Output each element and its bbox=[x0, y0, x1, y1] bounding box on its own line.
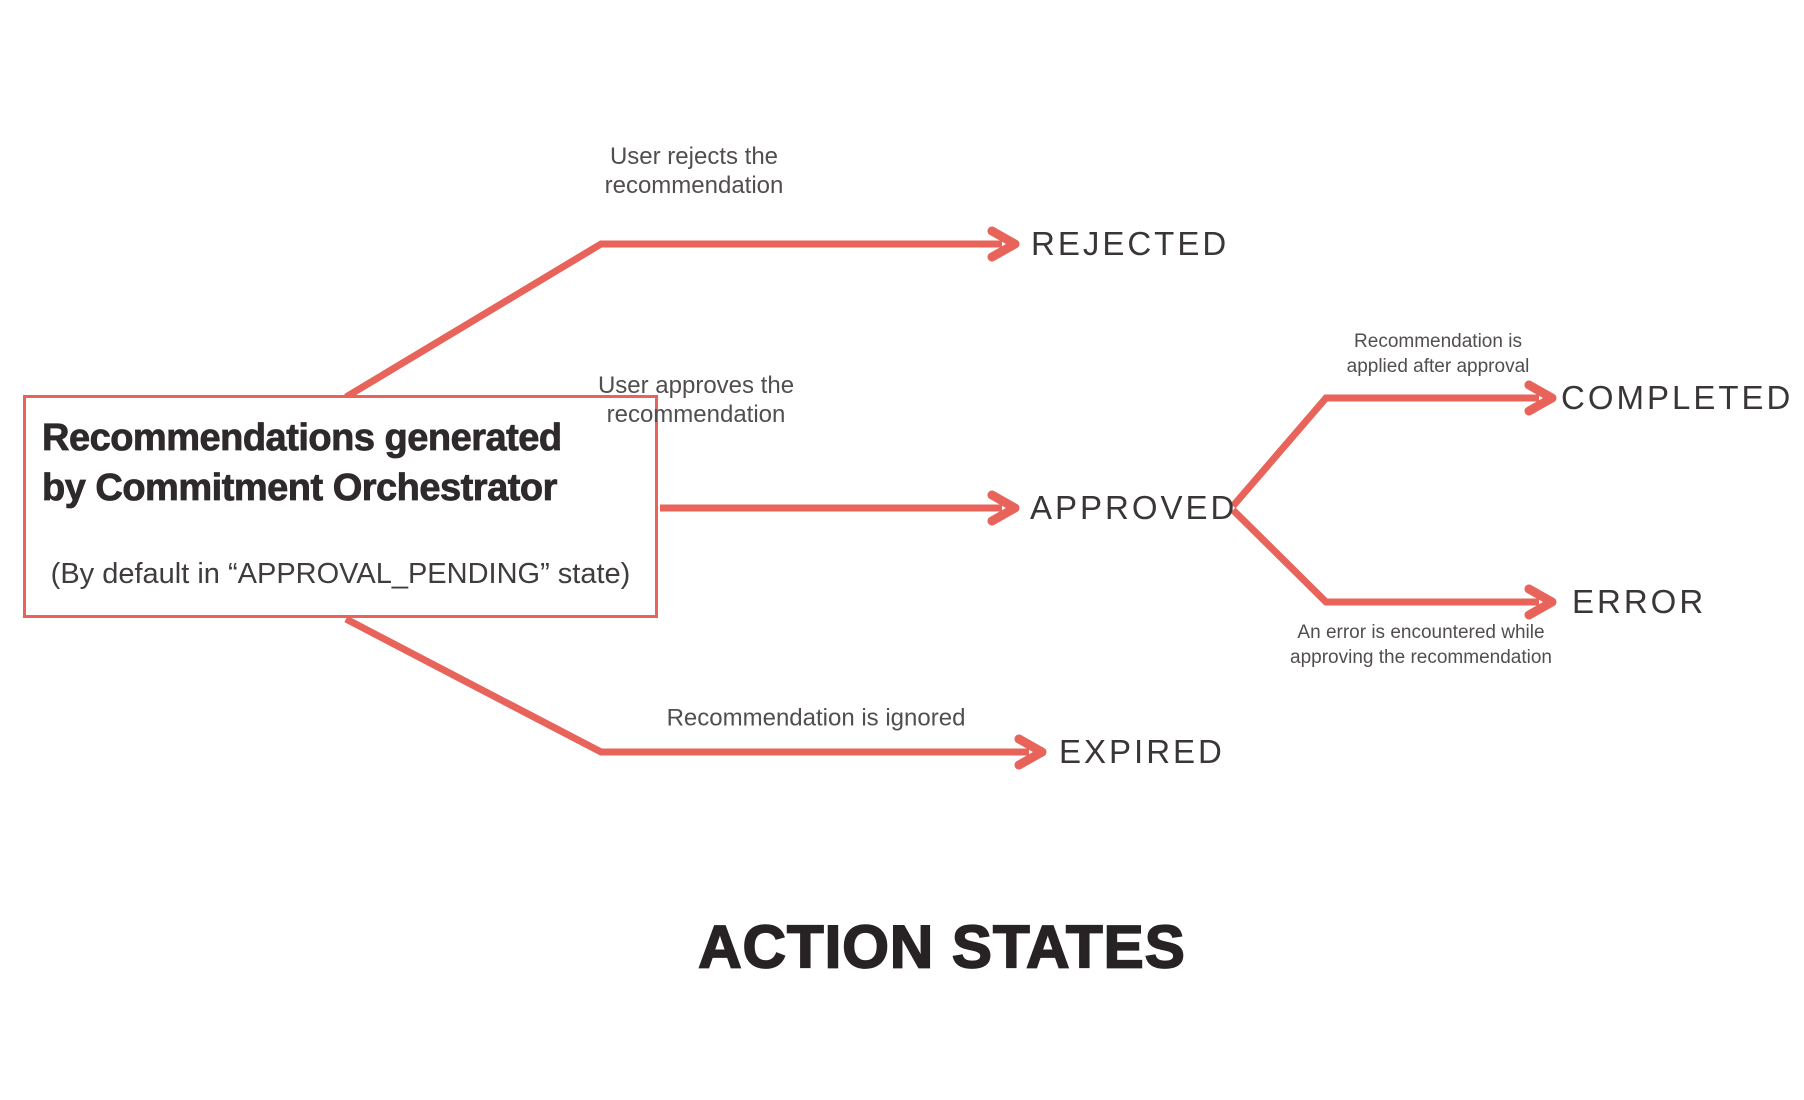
caption-approved-line1: User approves the bbox=[597, 372, 795, 399]
caption-rejected: User rejects the recommendation bbox=[605, 142, 784, 200]
connector-error bbox=[1230, 507, 1539, 606]
source-box-subtitle: (By default in “APPROVAL_PENDING” state) bbox=[50, 558, 631, 590]
state-label-expired: EXPIRED bbox=[1059, 733, 1225, 770]
caption-approved-line2: recommendation bbox=[606, 401, 786, 428]
caption-expired: Recommendation is ignored bbox=[666, 704, 966, 732]
caption-completed-line1: Recommendation is bbox=[1354, 331, 1522, 352]
caption-error-line2: approving the recommendation bbox=[1290, 647, 1552, 668]
arrowhead-error-icon bbox=[1524, 584, 1557, 620]
arrowhead-expired-icon bbox=[1014, 734, 1047, 770]
caption-completed-line2: applied after approval bbox=[1346, 356, 1530, 377]
caption-rejected-line1: User rejects the bbox=[609, 143, 779, 170]
connector-completed bbox=[1230, 394, 1539, 509]
state-label-approved: APPROVED bbox=[1030, 489, 1238, 526]
arrowhead-approved-icon bbox=[987, 490, 1020, 526]
caption-rejected-line2: recommendation bbox=[604, 172, 784, 199]
arrowhead-completed-icon bbox=[1524, 380, 1557, 416]
connector-expired bbox=[344, 615, 1029, 756]
state-label-completed: COMPLETED bbox=[1561, 379, 1794, 416]
caption-completed: Recommendation is applied after approval bbox=[1347, 329, 1530, 379]
diagram-footer-title: ACTION STATES bbox=[697, 913, 1186, 982]
state-label-rejected: REJECTED bbox=[1031, 225, 1230, 262]
connector-rejected bbox=[344, 240, 1002, 401]
caption-error-line1: An error is encountered while bbox=[1297, 622, 1545, 643]
caption-error: An error is encountered while approving … bbox=[1290, 620, 1552, 670]
caption-approved: User approves the recommendation bbox=[598, 371, 794, 429]
state-label-error: ERROR bbox=[1572, 583, 1707, 620]
source-box-title-line2: by Commitment Orchestrator bbox=[42, 467, 558, 510]
arrowhead-rejected-icon bbox=[987, 226, 1020, 262]
source-box-title: Recommendations generated by Commitment … bbox=[42, 413, 655, 513]
source-box: Recommendations generated by Commitment … bbox=[23, 395, 658, 618]
source-box-title-line1: Recommendations generated bbox=[42, 417, 563, 460]
